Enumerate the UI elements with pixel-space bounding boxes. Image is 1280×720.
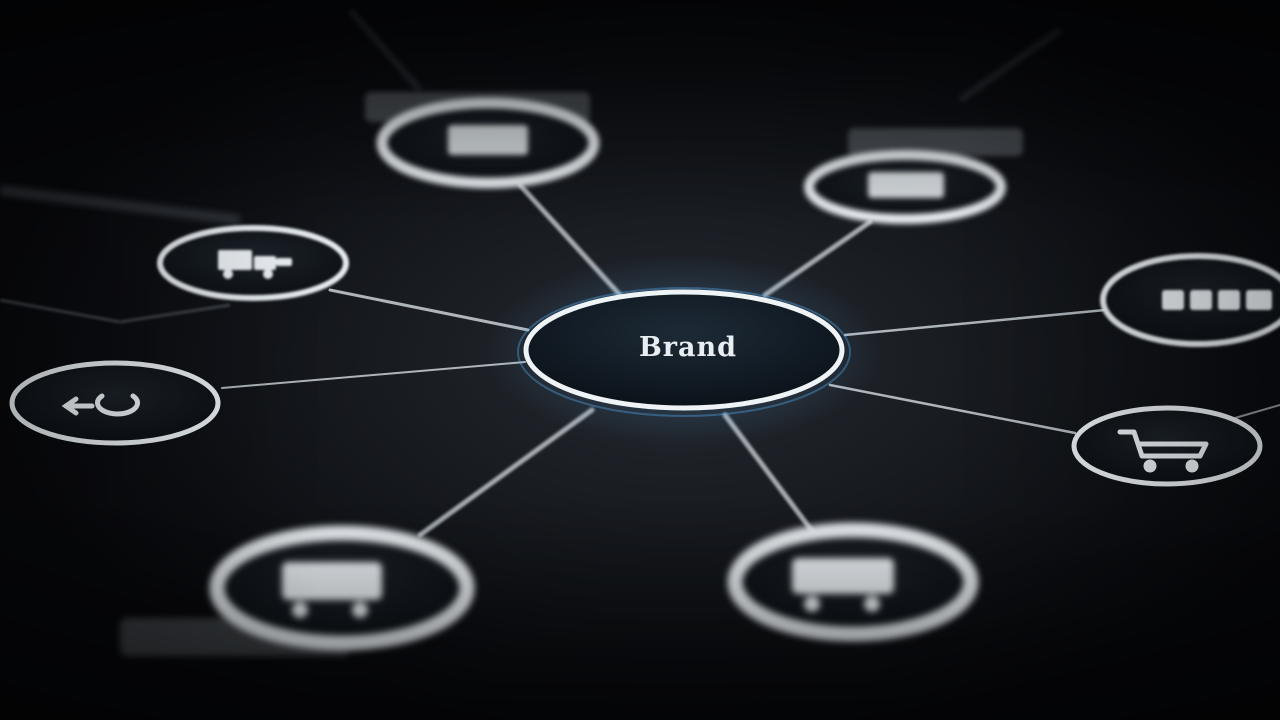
streak-line	[0, 298, 121, 324]
monitor-icon	[868, 172, 944, 198]
bottom-left-node	[120, 525, 475, 656]
connector-line	[221, 361, 526, 389]
node-ring	[9, 360, 221, 446]
right-node	[1071, 405, 1263, 487]
node-ring	[157, 225, 349, 301]
connector-line	[1234, 404, 1280, 419]
top-left-node	[365, 92, 600, 189]
monitor-icon	[448, 125, 528, 155]
connector-line	[828, 383, 1077, 435]
connector-line	[843, 308, 1107, 337]
left-node	[9, 360, 221, 446]
streak-line	[958, 27, 1062, 103]
right-upper-node	[1100, 253, 1280, 347]
connector-line	[417, 407, 595, 538]
left-upper-node	[157, 225, 349, 301]
streak-line	[347, 8, 423, 92]
streak-line	[0, 185, 241, 225]
brand-hub-node[interactable]: Brand	[484, 255, 884, 445]
bottom-right-node	[727, 522, 979, 642]
hub-label: Brand	[639, 332, 737, 363]
streak-line	[119, 303, 231, 324]
top-right-node	[804, 128, 1023, 224]
